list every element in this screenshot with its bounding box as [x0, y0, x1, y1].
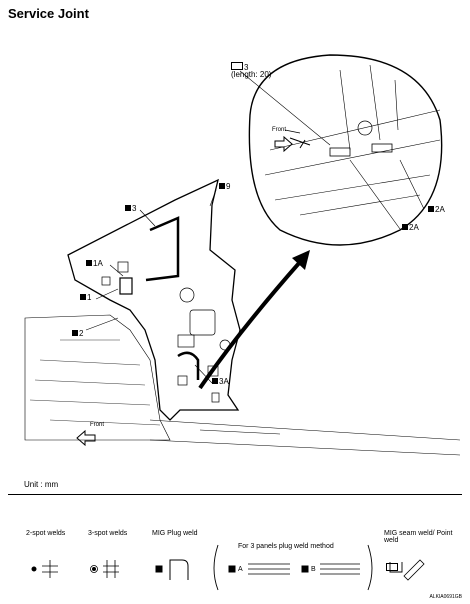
- front-arrow-bottom: [76, 429, 96, 447]
- front-label-bottom: Front: [90, 422, 105, 428]
- legend-key-a: A: [238, 566, 243, 573]
- callout-9: 9: [219, 183, 230, 191]
- callout-2: 2: [72, 330, 83, 338]
- callout-1a: 1A: [86, 260, 103, 268]
- detail-magnified-view: [248, 54, 443, 246]
- page-title: Service Joint: [8, 6, 89, 21]
- legend-seam: MIG seam weld/ Point weld: [384, 530, 453, 545]
- callout-3-length: 3: [231, 62, 248, 72]
- callout-2a-upper: 2A: [428, 206, 445, 214]
- front-arrow-top: [274, 135, 293, 153]
- callout-2a-lower: 2A: [402, 224, 419, 232]
- legend-3-panels: For 3 panels plug weld method: [238, 543, 334, 550]
- grid-icon: [231, 62, 243, 70]
- magnify-arrow: [198, 260, 302, 390]
- figure-code: ALKIA0691GB: [429, 594, 462, 600]
- legend-2-spot: 2-spot welds: [26, 530, 66, 537]
- legend-divider: [8, 494, 462, 495]
- grid-icon: [386, 563, 398, 571]
- body-panel-outline: [24, 178, 461, 456]
- callout-leaders: [85, 70, 425, 384]
- callout-3-length-note: (length: 20): [231, 70, 272, 79]
- legend-key-b: B: [311, 566, 316, 573]
- unit-label: Unit : mm: [24, 480, 59, 489]
- legend-plug: MIG Plug weld: [152, 530, 198, 537]
- callout-3: 3: [125, 205, 136, 213]
- legend-glyphs: [31, 544, 425, 591]
- front-label-top: Front: [272, 127, 287, 133]
- legend-seam-icon: [386, 563, 398, 573]
- callout-1: 1: [80, 294, 91, 302]
- callout-3a: 3A: [212, 378, 229, 386]
- legend-3-spot: 3-spot welds: [88, 530, 128, 537]
